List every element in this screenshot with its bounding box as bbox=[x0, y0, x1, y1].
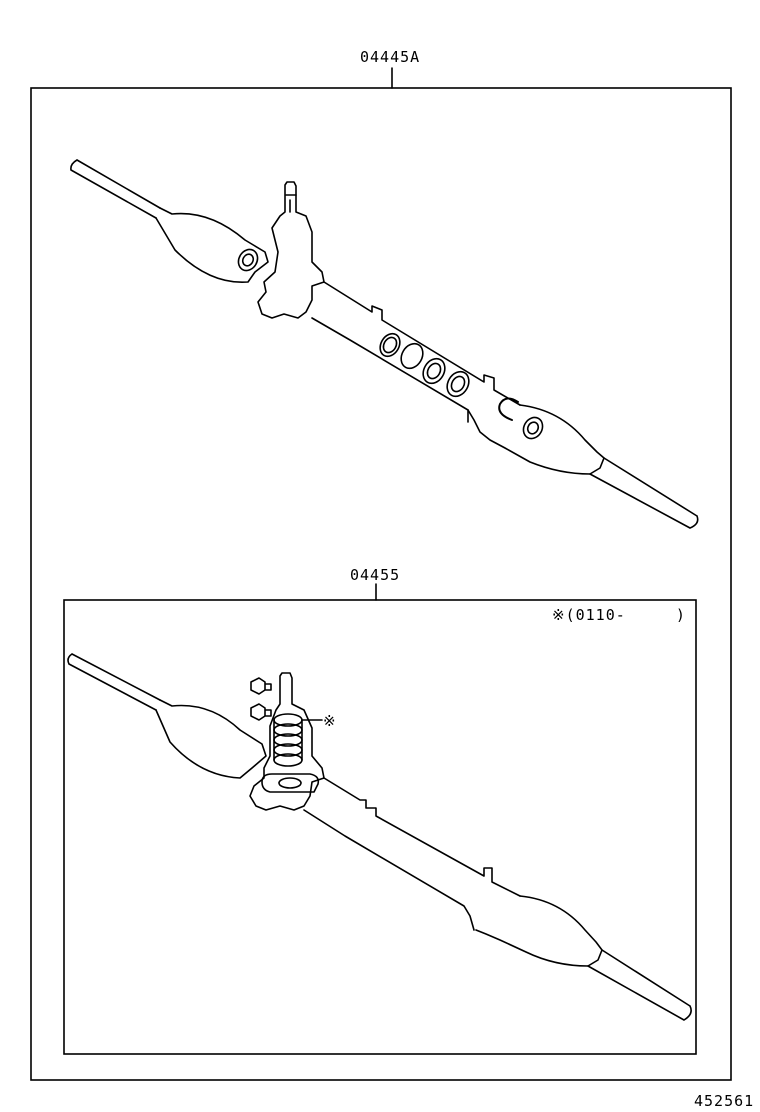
bolt-1 bbox=[250, 677, 272, 695]
right-boot bbox=[467, 404, 605, 475]
left-tie-rod-lower bbox=[67, 653, 161, 711]
upper-kit-frame bbox=[30, 87, 732, 1081]
right-boot-lower bbox=[475, 895, 603, 967]
lower-kit-group bbox=[63, 583, 697, 1055]
pinion-housing-lower bbox=[249, 672, 325, 811]
callout-mark: ※ bbox=[323, 712, 337, 730]
snap-ring bbox=[498, 397, 519, 421]
rack-tube bbox=[311, 281, 521, 423]
left-boot bbox=[155, 207, 269, 284]
seal-ring-right bbox=[522, 416, 544, 440]
o-ring-3 bbox=[422, 357, 446, 385]
seal-ring-left bbox=[237, 248, 259, 272]
right-tie-rod bbox=[589, 457, 699, 529]
pinion-housing bbox=[257, 181, 325, 319]
steering-rack-assembly-upper[interactable] bbox=[70, 159, 699, 529]
seal-kit-parts-upper[interactable] bbox=[235, 246, 547, 442]
steering-rack-assembly-lower[interactable] bbox=[67, 653, 692, 1021]
left-tie-rod bbox=[70, 159, 161, 219]
figure-number: 452561 bbox=[694, 1092, 755, 1110]
pinion-shaft bbox=[285, 194, 297, 213]
date-range-note: ※(0110- ) bbox=[552, 606, 686, 624]
right-tie-rod-lower bbox=[587, 949, 692, 1021]
o-ring-4 bbox=[446, 370, 470, 398]
seal-kit-parts-lower[interactable] bbox=[250, 677, 323, 793]
rack-tube-lower bbox=[303, 777, 521, 931]
o-ring-2 bbox=[400, 342, 424, 370]
bolt-2 bbox=[250, 703, 272, 721]
left-boot-lower bbox=[155, 699, 267, 779]
lower-kit-frame bbox=[63, 599, 697, 1055]
lower-kit-part-number[interactable]: 04455 bbox=[350, 566, 401, 584]
upper-kit-part-number[interactable]: 04445A bbox=[360, 48, 421, 66]
o-ring-1 bbox=[379, 332, 401, 358]
upper-kit-group bbox=[30, 67, 732, 1081]
gasket bbox=[261, 773, 320, 793]
valve-seal-stack bbox=[273, 713, 303, 767]
gasket-hole bbox=[278, 777, 302, 789]
